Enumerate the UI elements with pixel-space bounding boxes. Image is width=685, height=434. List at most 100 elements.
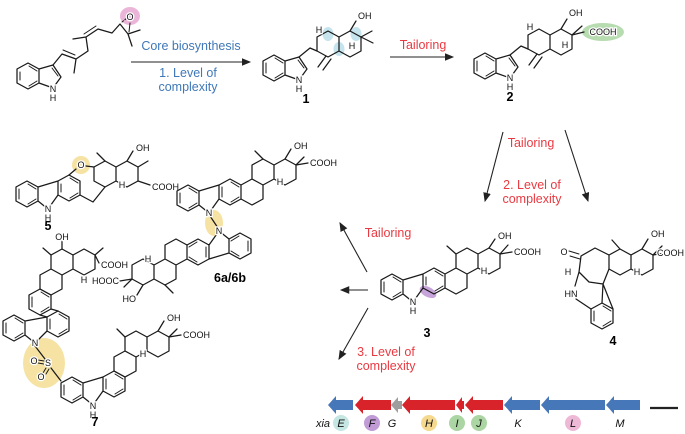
level3-label: 3. Level of complexity — [356, 345, 416, 374]
gene-cluster: xia E F G H I J K L M — [315, 396, 678, 431]
tailoring-label-2: Tailoring — [507, 136, 555, 150]
oxygen-atom-label: O — [126, 12, 133, 22]
cooh-label: COOH — [101, 260, 128, 270]
gene-letter-J: J — [475, 418, 482, 430]
compound-number: 5 — [45, 219, 52, 233]
compound-5-structure: O OH COOH H N H 5 — [15, 142, 180, 233]
stereo-h-label: H — [140, 349, 147, 359]
cooh-label: COOH — [514, 247, 541, 257]
gene-letter-G: G — [388, 418, 397, 430]
gene-letter-H: H — [425, 418, 433, 430]
stereo-h-label: H — [481, 266, 488, 276]
ether-oxygen-label: O — [77, 160, 84, 170]
gene-badge-H — [421, 415, 437, 431]
oh-label: OH — [55, 232, 69, 242]
compound-start-structure: O N H — [16, 7, 141, 104]
arrow-2-to-3 — [483, 131, 504, 203]
cooh-label: COOH — [183, 330, 210, 340]
sulfonyl-oxygen-label: O — [37, 372, 44, 382]
gene-badge-L — [565, 415, 581, 431]
cooh-label: COOH — [657, 248, 684, 258]
compound-2-structure: OH COOH H H N H 2 — [473, 7, 624, 104]
oh-label: OH — [569, 8, 583, 18]
oh-label: OH — [136, 143, 150, 153]
gene-arrow-K — [504, 396, 540, 414]
gene-badge-J — [471, 415, 487, 431]
compound-7-structure: OH COOH H N S O O N H OH COOH H 7 — [2, 231, 211, 429]
compound-6-structure: OH COOH H N N HO HOOC H 6a/6b — [91, 140, 339, 306]
nitrogen-atom-label: N — [32, 338, 39, 348]
core-biosynthesis-text: Core biosynthesis — [141, 39, 241, 53]
nh-hydrogen-label: H — [45, 213, 52, 223]
tailoring-label-1: Tailoring — [399, 38, 447, 52]
gene-arrow-F — [355, 396, 391, 414]
nitrogen-atom-label: N — [50, 84, 57, 94]
compound-number: 1 — [303, 92, 310, 106]
gene-letter-K: K — [514, 418, 522, 430]
stereo-h-label: H — [562, 40, 569, 50]
compound-number: 4 — [610, 334, 617, 348]
sulfonamide-highlight — [23, 338, 65, 388]
nitrogen-atom-label: N — [216, 226, 223, 236]
stereo-h-label: H — [349, 41, 356, 51]
ether-oxygen-highlight — [72, 156, 90, 174]
nh-hydrogen-label: H — [507, 82, 514, 92]
stereo-h-label: H — [634, 267, 641, 277]
gene-arrow-H — [402, 396, 455, 414]
oh-label: OH — [651, 229, 665, 239]
nitrogen-atom-label: N — [296, 75, 303, 85]
gene-arrow-E — [328, 396, 353, 414]
nitrogen-atom-label: N — [90, 401, 97, 411]
nh-hydrogen-label: H — [90, 410, 97, 420]
cooh-highlight — [582, 23, 624, 41]
arrow-2-to-4 — [564, 129, 590, 203]
gene-letter-L: L — [570, 418, 576, 430]
compound-1-structure: OH H H N H 1 — [262, 10, 374, 106]
gene-badge-E — [333, 415, 349, 431]
sulfur-atom-label: S — [45, 358, 51, 368]
stereocenter-highlight — [322, 27, 334, 41]
compound-4-structure: O OH COOH H H HN 4 — [559, 228, 685, 348]
gene-arrow-G — [391, 397, 402, 413]
tailoring-label-3: Tailoring — [364, 226, 412, 240]
arrow-3-up-left — [339, 222, 368, 273]
compound-number: 2 — [507, 90, 514, 104]
nh-hydrogen-label: H — [296, 84, 303, 94]
gene-letter-E: E — [337, 418, 345, 430]
stereo-h-label: H — [81, 275, 88, 285]
stereo-h-label: H — [316, 25, 323, 35]
stereo-h-label: H — [527, 22, 534, 32]
level1-label: 1. Level of complexity — [158, 66, 218, 95]
arrow-3-down-left — [338, 307, 369, 360]
compound-number: 6a/6b — [214, 271, 246, 285]
stereo-h-label: H — [119, 180, 126, 190]
gene-letter-M: M — [615, 418, 625, 430]
gene-arrow-M — [606, 396, 640, 414]
nh-hydrogen-label: H — [50, 93, 57, 103]
hooc-label: HOOC — [92, 276, 120, 286]
oh-label: OH — [294, 141, 308, 151]
epoxide-highlight — [120, 7, 140, 25]
nitrogen-atom-label: N — [206, 208, 213, 218]
gene-cluster-prefix: xia — [315, 418, 330, 430]
cooh-label: COOH — [152, 182, 179, 192]
nitrogen-atom-label: N — [410, 297, 417, 307]
gene-arrow-J — [465, 396, 503, 414]
sulfonyl-oxygen-label: O — [30, 356, 37, 366]
oh-label: OH — [167, 313, 181, 323]
nitrogen-atom-label: N — [45, 204, 52, 214]
cooh-label: COOH — [590, 27, 617, 37]
compound-3-structure: OH COOH H N H 3 — [380, 230, 542, 340]
compound-number: 3 — [424, 326, 431, 340]
gene-badge-I — [449, 415, 465, 431]
stereo-h-label: H — [565, 267, 572, 277]
nitrogen-atom-label: N — [507, 73, 514, 83]
ketone-oxygen-label: O — [560, 247, 567, 257]
gene-arrow-L — [541, 396, 605, 414]
oh-label: OH — [358, 11, 372, 21]
cooh-label: COOH — [310, 158, 337, 168]
ho-label: HO — [123, 294, 137, 304]
gene-badge-F — [364, 415, 380, 431]
